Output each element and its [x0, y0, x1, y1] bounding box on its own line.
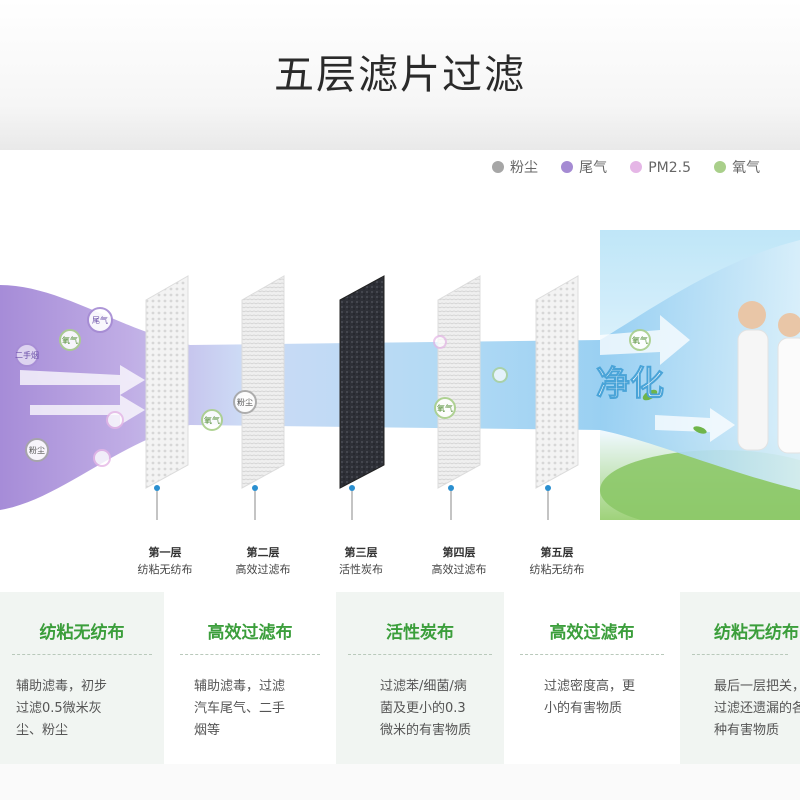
title-band — [0, 0, 800, 150]
card-1: 纺粘无纺布 辅助滤毒，初步 过滤0.5微米灰 尘、粉尘 — [0, 592, 164, 764]
filter-material: 高效过滤布 — [431, 563, 487, 576]
card-title: 活性炭布 — [386, 623, 454, 643]
pm25-dot-icon — [630, 161, 643, 173]
card-line: 过滤0.5微米灰 — [16, 701, 102, 716]
card-title: 高效过滤布 — [207, 623, 293, 643]
filter-label-1: 第一层 纺粘无纺布 — [120, 545, 210, 579]
card-line: 过滤还遗漏的各 — [714, 701, 800, 716]
leader-lines — [156, 488, 549, 520]
card-line: 小的有害物质 — [544, 701, 623, 716]
bubble-label: 氧气 — [632, 335, 648, 345]
legend-label: 粉尘 — [510, 160, 538, 176]
legend-label: PM2.5 — [648, 160, 691, 176]
filter-cards: 纺粘无纺布 辅助滤毒，初步 过滤0.5微米灰 尘、粉尘 高效过滤布 辅助滤毒，过… — [0, 592, 800, 764]
card-description: 辅助滤毒，初步 过滤0.5微米灰 尘、粉尘 — [16, 676, 156, 742]
legend-item-oxygen: 氧气 — [714, 157, 760, 177]
legend-label: 氧气 — [732, 160, 761, 176]
card-2: 高效过滤布 辅助滤毒，过滤 汽车尾气、二手 烟等 — [168, 592, 332, 764]
page-title: 五层滤片过滤 — [274, 52, 526, 98]
bubble-label: 氧气 — [62, 335, 78, 345]
bubble-label: 粉尘 — [237, 397, 253, 407]
card-divider — [180, 654, 320, 655]
card-line: 汽车尾气、二手 — [194, 701, 286, 716]
card-description: 过滤密度高，更 小的有害物质 — [544, 676, 668, 720]
filter-name: 第二层 — [246, 546, 280, 559]
filter-material: 高效过滤布 — [235, 563, 291, 576]
dust-dot-icon — [492, 161, 504, 173]
card-line: 过滤密度高，更 — [544, 679, 636, 694]
card-5: 纺粘无纺布 最后一层把关， 过滤还遗漏的各 种有害物质 — [680, 592, 800, 764]
filter-layer-2 — [241, 275, 285, 489]
filter-name: 第五层 — [540, 546, 574, 559]
legend-label: 尾气 — [579, 160, 608, 176]
card-line: 辅助滤毒，初步 — [16, 679, 108, 694]
bubble-label: 粉尘 — [29, 445, 45, 455]
card-3: 活性炭布 过滤苯/细菌/病 菌及更小的0.3 微米的有害物质 — [336, 592, 504, 764]
card-divider — [348, 654, 492, 655]
people-illustration — [737, 301, 800, 454]
card-line: 辅助滤毒，过滤 — [194, 679, 286, 694]
filter-label-3: 第三层 活性炭布 — [316, 545, 406, 579]
card-line: 菌及更小的0.3 — [380, 701, 466, 716]
air-stream — [0, 240, 800, 510]
card-line: 种有害物质 — [714, 723, 780, 738]
card-description: 辅助滤毒，过滤 汽车尾气、二手 烟等 — [194, 676, 324, 742]
leaf-icon — [642, 389, 707, 434]
oxygen-dot-icon — [714, 161, 727, 173]
card-title: 纺粘无纺布 — [714, 623, 799, 643]
purify-text: 净化 — [596, 364, 664, 404]
card-line: 烟等 — [194, 723, 221, 738]
particle-bubbles: 尾气 氧气 二手烟 粉尘 粉尘 氧气 氧气 氧气 — [15, 307, 651, 467]
filter-material: 活性炭布 — [339, 563, 383, 576]
exhaust-dot-icon — [561, 161, 574, 173]
card-4: 高效过滤布 过滤密度高，更 小的有害物质 — [508, 592, 676, 764]
card-divider — [692, 654, 788, 655]
connector-dots — [154, 485, 551, 491]
filter-layer-1 — [145, 275, 189, 489]
filter-name: 第三层 — [344, 546, 378, 559]
bubble-label: 二手烟 — [15, 350, 39, 360]
filter-label-5: 第五层 纺粘无纺布 — [512, 545, 602, 579]
filter-label-4: 第四层 高效过滤布 — [414, 545, 504, 579]
legend-item-dust: 粉尘 — [492, 157, 538, 177]
filter-name: 第四层 — [442, 546, 476, 559]
bubble-label: 氧气 — [437, 403, 453, 413]
card-description: 最后一层把关， 过滤还遗漏的各 种有害物质 — [714, 676, 800, 742]
filter-label-2: 第二层 高效过滤布 — [218, 545, 308, 579]
filter-layer-5 — [535, 275, 579, 489]
bubble-label: 氧气 — [204, 415, 220, 425]
card-line: 尘、粉尘 — [16, 723, 69, 738]
card-title: 纺粘无纺布 — [39, 623, 125, 643]
bottom-strip — [0, 764, 800, 800]
legend-item-exhaust: 尾气 — [561, 157, 607, 177]
legend-item-pm25: PM2.5 — [630, 160, 691, 176]
card-divider — [520, 654, 664, 655]
filter-name: 第一层 — [148, 546, 182, 559]
card-divider — [12, 654, 152, 655]
card-line: 微米的有害物质 — [380, 723, 472, 738]
filter-layer-4 — [437, 275, 481, 489]
filter-material: 纺粘无纺布 — [529, 563, 585, 576]
filtration-flow-illustration: 尾气 氧气 二手烟 粉尘 粉尘 氧气 氧气 氧气 净化 — [0, 230, 800, 520]
bubble-label: 尾气 — [92, 315, 108, 325]
card-line: 最后一层把关， — [714, 679, 800, 694]
card-line: 过滤苯/细菌/病 — [380, 679, 467, 694]
filter-material: 纺粘无纺布 — [137, 563, 193, 576]
card-title: 高效过滤布 — [549, 623, 635, 643]
legend: 粉尘 尾气 PM2.5 氧气 — [492, 157, 800, 177]
card-description: 过滤苯/细菌/病 菌及更小的0.3 微米的有害物质 — [380, 676, 496, 742]
filter-layer-3-carbon — [339, 275, 385, 489]
